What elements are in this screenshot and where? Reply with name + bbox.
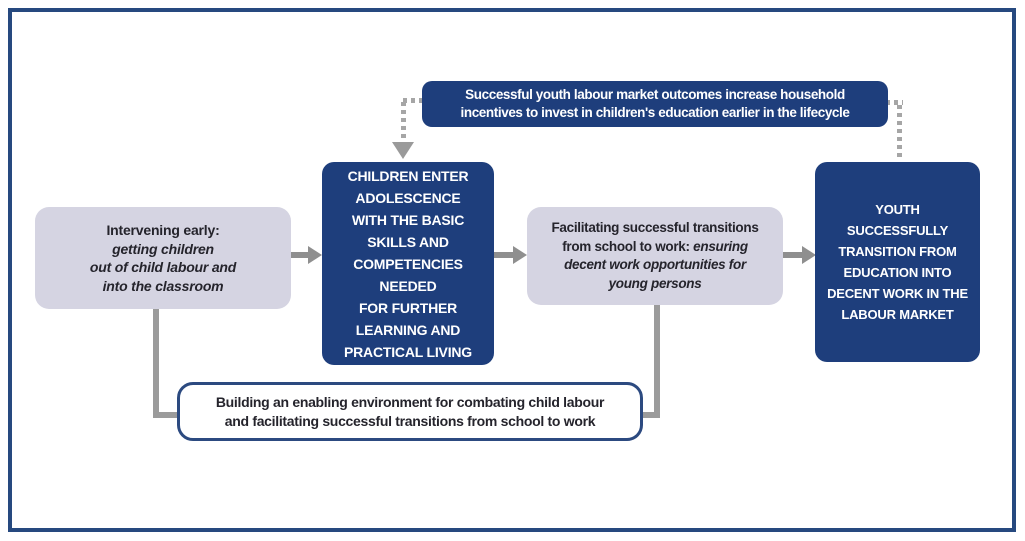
facilitating-transitions-intro: Facilitating successful transitions from… — [551, 220, 759, 254]
connector-right-stub-line — [634, 412, 660, 418]
intervening-early-emphasis: getting children out of child labour and… — [89, 240, 237, 294]
arrow-shaft — [288, 252, 309, 258]
page-border-frame — [8, 8, 1016, 532]
facilitating-transitions-text: Facilitating successful transitions from… — [551, 219, 758, 293]
dotted-feedback-right-vertical — [897, 105, 902, 161]
facilitating-transitions-emphasis: ensuring decent work opportunities for y… — [564, 238, 748, 291]
dotted-feedback-left-horizontal — [403, 98, 426, 103]
connector-right-vertical-line — [654, 304, 660, 418]
enabling-environment-text: Building an enabling environment for com… — [215, 393, 605, 429]
right-arrow-icon-3 — [783, 246, 816, 264]
right-arrow-icon-2 — [494, 246, 527, 264]
down-arrow-dotted-icon — [392, 142, 414, 159]
arrow-head — [802, 246, 816, 264]
intervening-early-box: Intervening early: getting children out … — [35, 207, 291, 309]
intervening-early-text: Intervening early: getting children out … — [90, 221, 236, 295]
arrow-shaft — [494, 252, 514, 258]
children-adolescence-text: CHILDREN ENTER ADOLESCENCE WITH THE BASI… — [344, 167, 472, 360]
youth-transition-text: YOUTH SUCCESSFULLY TRANSITION FROM EDUCA… — [827, 202, 968, 322]
right-arrow-icon-1 — [288, 246, 322, 264]
youth-transition-box: YOUTH SUCCESSFULLY TRANSITION FROM EDUCA… — [815, 162, 980, 362]
connector-left-vertical-line — [153, 308, 159, 418]
dotted-feedback-left-vertical — [401, 102, 406, 142]
dotted-feedback-right-horizontal — [886, 100, 903, 105]
arrow-head — [513, 246, 527, 264]
facilitating-transitions-box: Facilitating successful transitions from… — [527, 207, 783, 305]
feedback-loop-text: Successful youth labour market outcomes … — [460, 87, 850, 120]
intervening-early-intro: Intervening early: — [106, 222, 220, 238]
arrow-head — [308, 246, 322, 264]
children-adolescence-box: CHILDREN ENTER ADOLESCENCE WITH THE BASI… — [322, 162, 494, 365]
arrow-shaft — [783, 252, 803, 258]
enabling-environment-box: Building an enabling environment for com… — [177, 382, 643, 441]
connector-left-stub-line — [153, 412, 179, 418]
feedback-loop-box: Successful youth labour market outcomes … — [422, 81, 888, 127]
